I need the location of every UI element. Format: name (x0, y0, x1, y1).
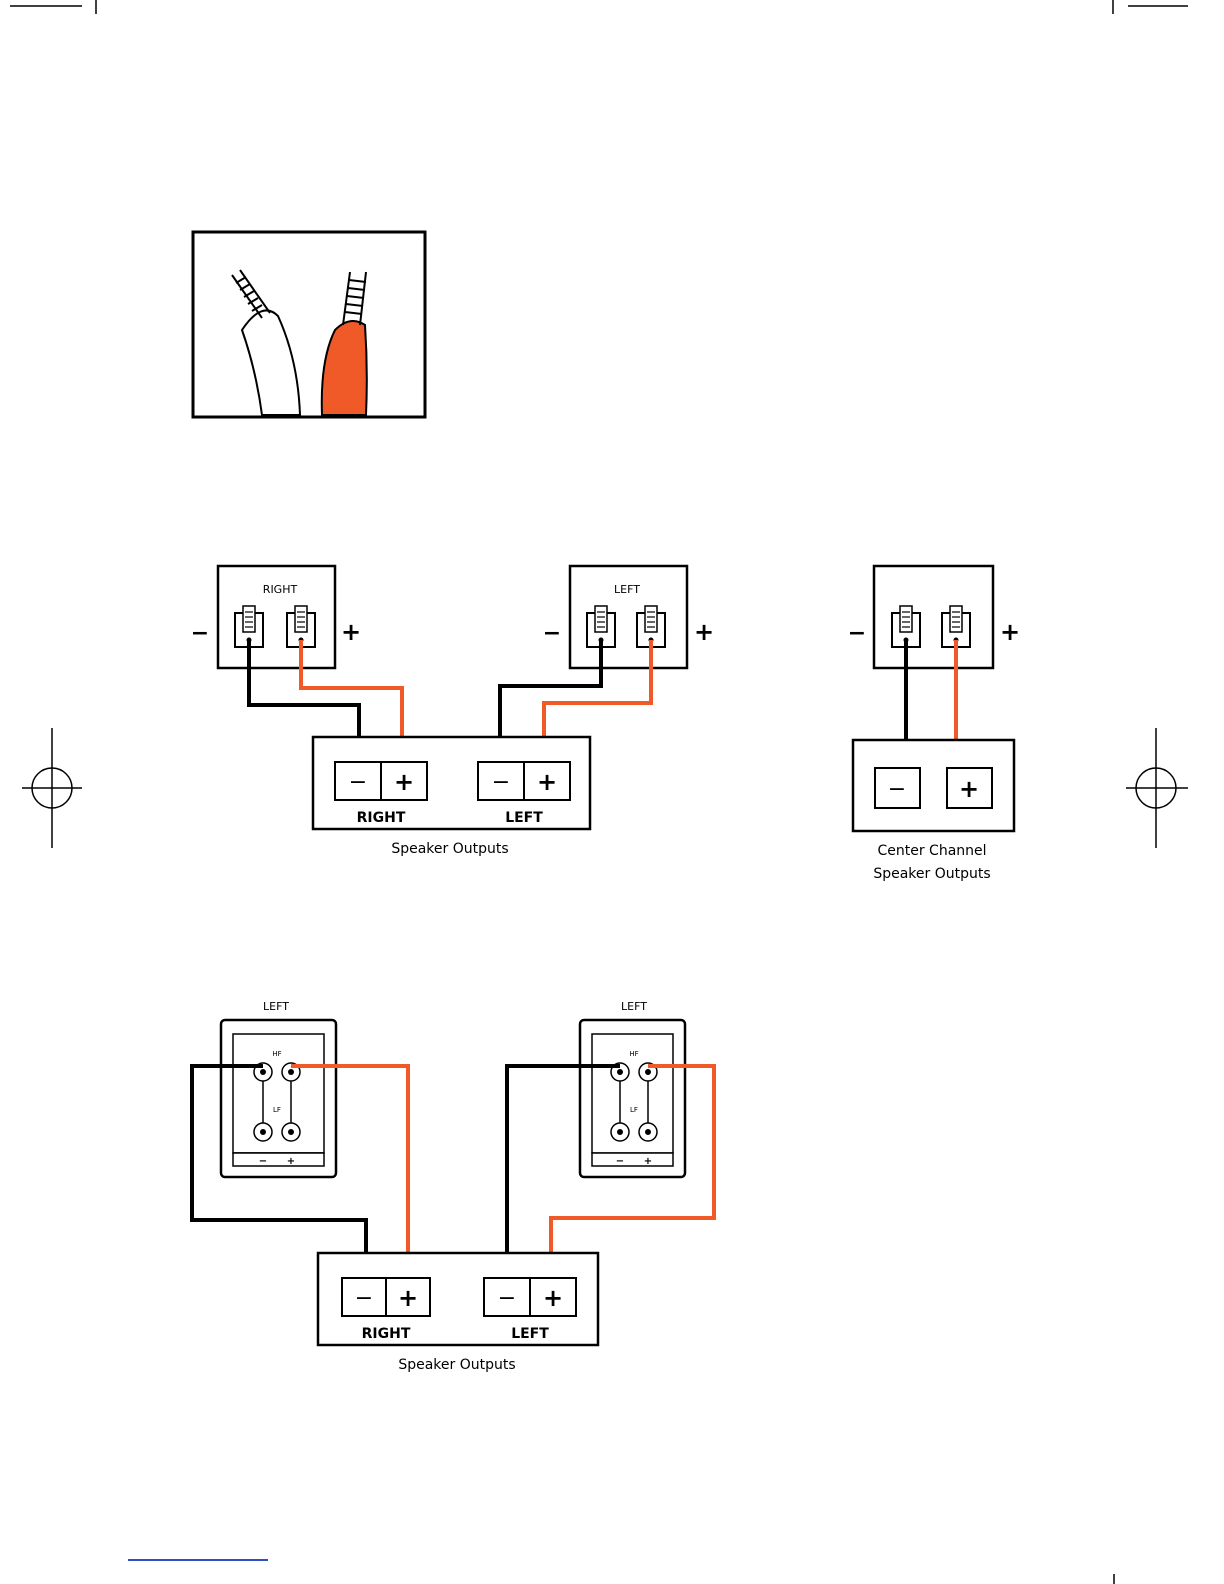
center-amp-plus-sign: + (959, 775, 979, 803)
speaker-wire-closeup-icon (193, 232, 425, 417)
speaker-left-plus-sign: + (694, 618, 714, 646)
amp-left-plus-sign: + (537, 768, 557, 796)
speaker-b-terminal-plus: + (644, 1156, 652, 1167)
amp-left-minus-sign: − (492, 770, 510, 795)
diagram-biwire-speakers: LEFT LEFT HF LF − + (192, 1000, 714, 1373)
center-amp-outputs-panel: − + (853, 740, 1014, 831)
speaker-a-terminal-plus: + (287, 1156, 295, 1167)
center-speaker-terminal-panel (874, 566, 993, 668)
amp2-right-minus-sign: − (355, 1286, 373, 1311)
amp-caption: Speaker Outputs (391, 841, 508, 857)
speaker-right-label: RIGHT (263, 583, 298, 596)
speaker-a-label: LEFT (263, 1000, 289, 1013)
center-caption-line1: Center Channel (877, 843, 986, 859)
amp-speaker-outputs-panel: − + − + RIGHT LEFT (313, 737, 590, 829)
speaker-left-minus-sign: − (543, 621, 561, 646)
amp-right-plus-sign: + (394, 768, 414, 796)
amp2-left-minus-sign: − (498, 1286, 516, 1311)
diagram-center-channel: − + − + Center Channel Speaker Outputs (848, 566, 1020, 882)
center-plus-sign: + (1000, 618, 1020, 646)
speaker-a-hf-label: HF (272, 1050, 281, 1058)
speaker-a-lf-label: LF (273, 1106, 281, 1114)
speaker-right-terminal-panel: RIGHT (218, 566, 335, 668)
amp2-speaker-outputs-panel: − + − + RIGHT LEFT (318, 1253, 598, 1345)
speaker-right-minus-sign: − (191, 621, 209, 646)
amp-right-minus-sign: − (349, 770, 367, 795)
speaker-b-label: LEFT (621, 1000, 647, 1013)
speaker-a-biwire-panel: HF LF − + (221, 1020, 336, 1177)
amp2-left-plus-sign: + (543, 1284, 563, 1312)
speaker-left-label: LEFT (614, 583, 640, 596)
speaker-b-lf-label: LF (630, 1106, 638, 1114)
speaker-b-biwire-panel: HF LF − + (580, 1020, 685, 1177)
speaker-b-terminal-minus: − (616, 1156, 624, 1167)
amp2-caption: Speaker Outputs (398, 1357, 515, 1373)
center-caption-line2: Speaker Outputs (873, 866, 990, 882)
speaker-b-hf-label: HF (629, 1050, 638, 1058)
amp-left-label: LEFT (505, 810, 543, 826)
amp2-right-plus-sign: + (398, 1284, 418, 1312)
speaker-a-terminal-minus: − (259, 1156, 267, 1167)
amp2-right-label: RIGHT (362, 1326, 411, 1342)
center-minus-sign: − (848, 621, 866, 646)
center-amp-minus-sign: − (888, 777, 906, 802)
speaker-right-plus-sign: + (341, 618, 361, 646)
amp-right-label: RIGHT (357, 810, 406, 826)
speaker-left-terminal-panel: LEFT (570, 566, 687, 668)
diagram-stereo-speakers: RIGHT − + LEFT (191, 566, 714, 857)
amp2-left-label: LEFT (511, 1326, 549, 1342)
